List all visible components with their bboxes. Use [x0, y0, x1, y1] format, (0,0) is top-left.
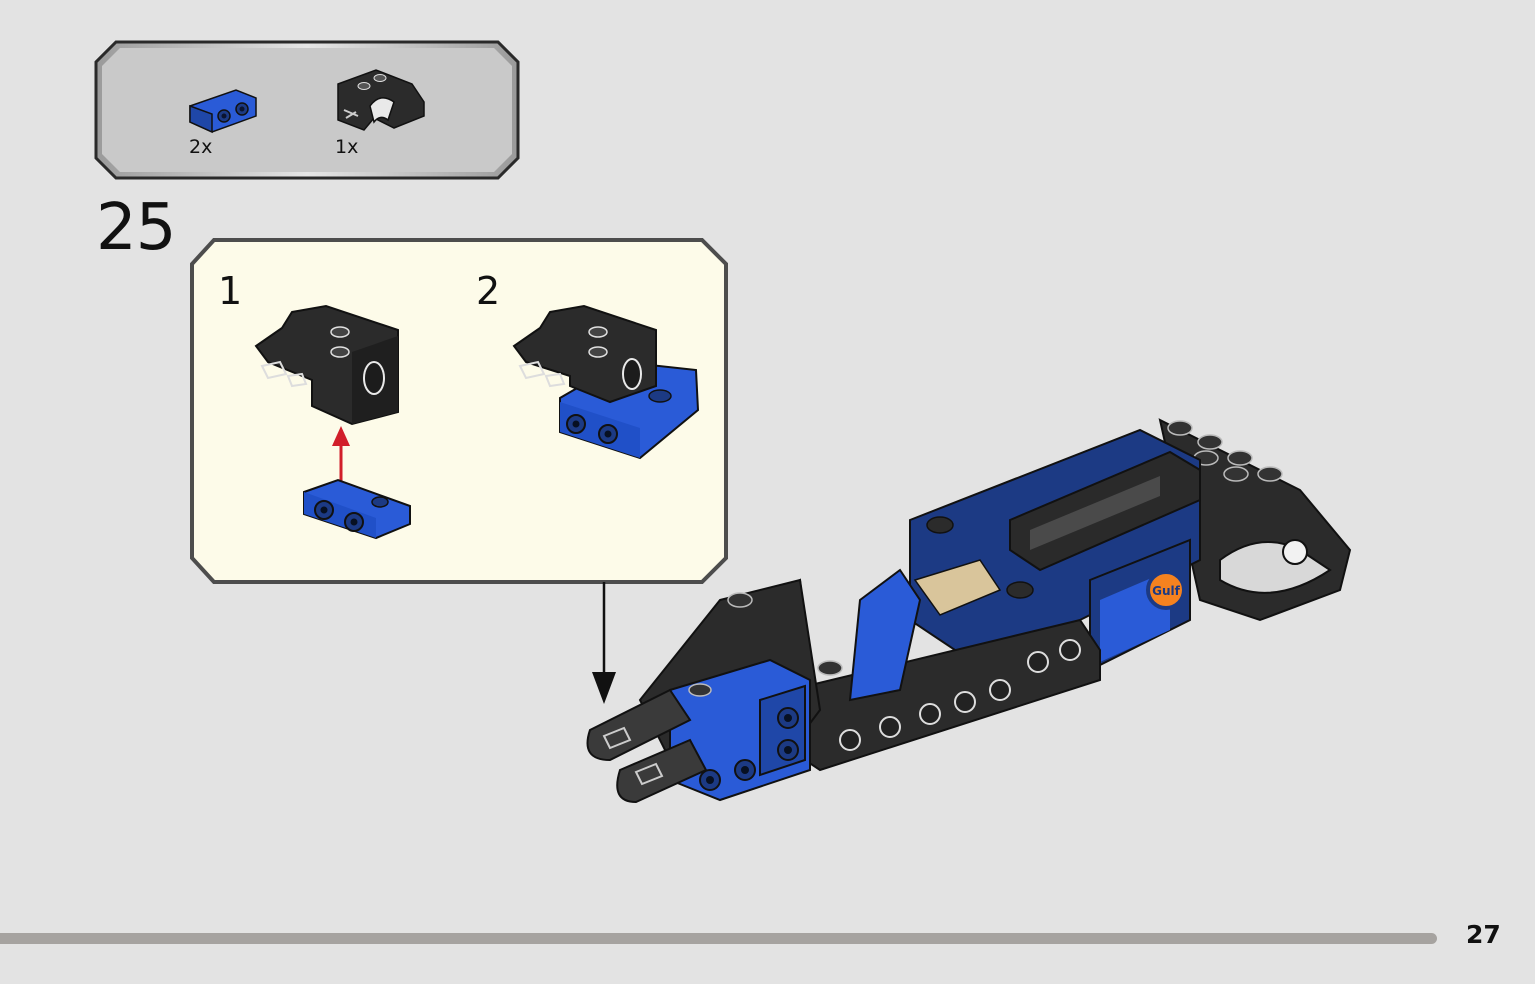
sub-assembly-frame [190, 238, 728, 584]
part-2-quantity: 1x [335, 136, 359, 158]
sub-step-2-assembly-image [512, 304, 700, 460]
blue-bracket-part-image [189, 89, 257, 134]
parts-list-frame [94, 40, 520, 180]
sub-step-2-label: 2 [476, 269, 501, 313]
placement-arrow [592, 582, 616, 704]
car-model-image: Gulf [586, 418, 1352, 804]
car-model-assembly: Gulf [560, 400, 1390, 840]
sub-step-1-plate-image [303, 478, 411, 540]
step-number: 25 [96, 191, 176, 265]
part-1-quantity: 2x [189, 136, 213, 158]
sub-step-1-label: 1 [218, 269, 243, 313]
parts-list-box: 2x 1x [94, 40, 520, 180]
sub-assembly-box: 1 2 [190, 238, 728, 584]
sub-step-1-connector-image [254, 304, 399, 426]
page-progress-bar [0, 933, 1437, 944]
page-number: 27 [1466, 920, 1501, 949]
gulf-logo: Gulf [1152, 584, 1181, 598]
black-connector-part-image [337, 69, 425, 131]
